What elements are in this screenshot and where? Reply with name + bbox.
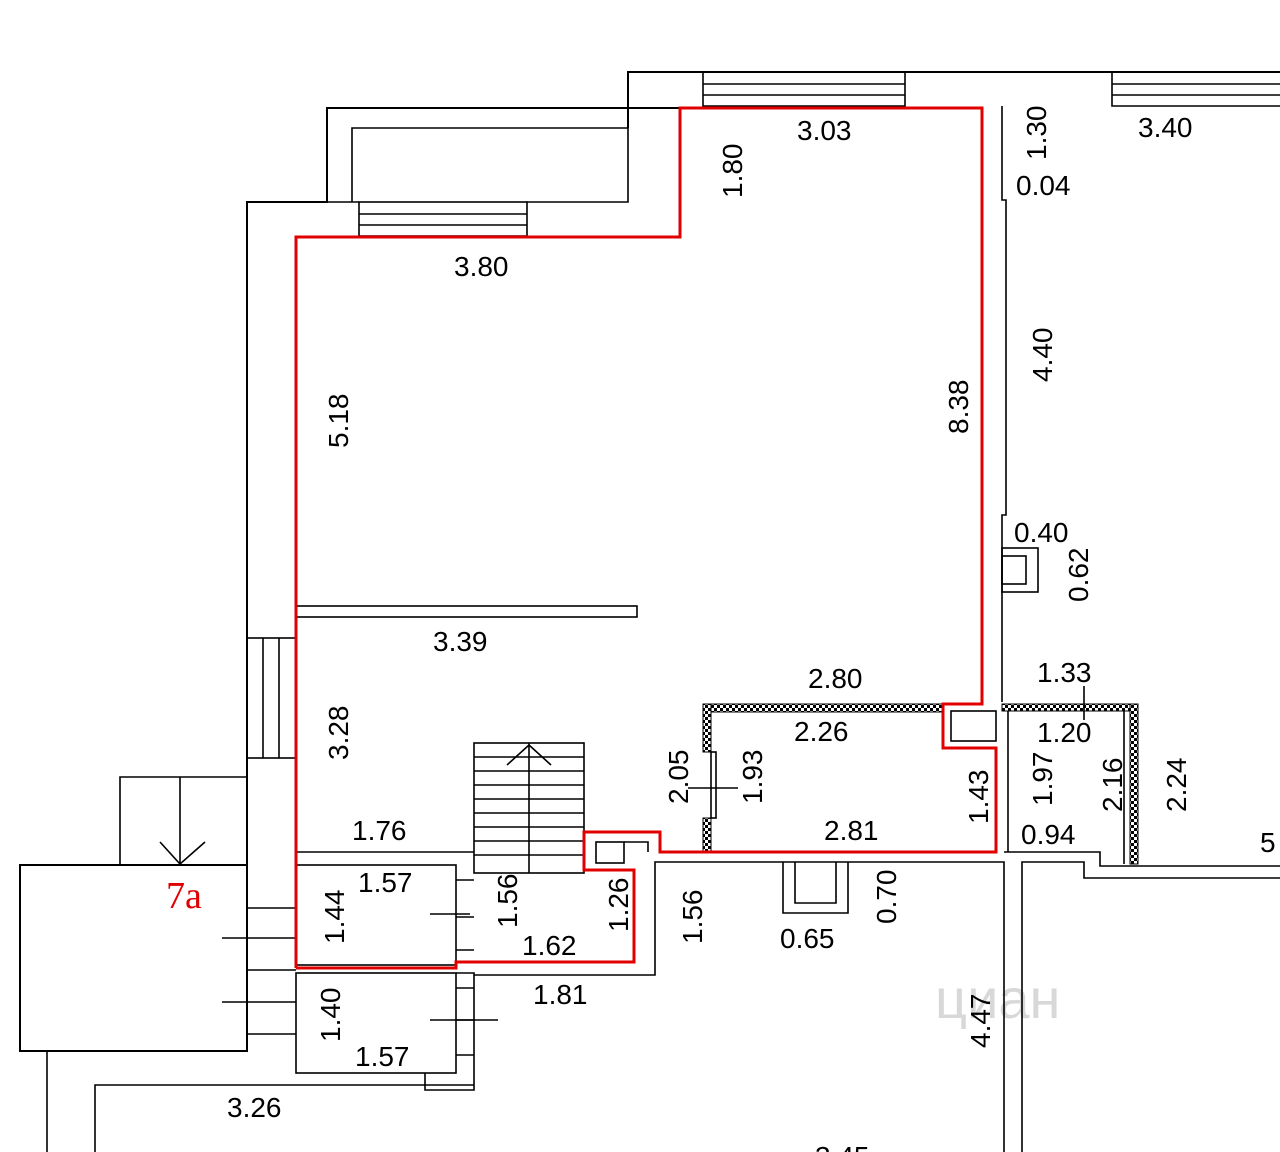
dim-label: 1.44 xyxy=(319,890,350,945)
dim-label: 8.38 xyxy=(943,380,974,435)
apartment-outline xyxy=(294,106,998,970)
dim-label: 1.43 xyxy=(963,770,994,825)
dim-label: 0.62 xyxy=(1063,548,1094,603)
dim-label: 1.57 xyxy=(358,867,413,898)
dim-label: 2.16 xyxy=(1097,758,1128,813)
dim-label: 3.28 xyxy=(323,706,354,761)
dim-label: 1.56 xyxy=(677,890,708,945)
dim-label: 3.45 xyxy=(815,1141,870,1152)
dim-label: 1.20 xyxy=(1037,717,1092,748)
dim-label: 0.04 xyxy=(1016,170,1071,201)
dim-label: 5.18 xyxy=(323,394,354,449)
dim-label: 2.80 xyxy=(808,663,863,694)
dim-label: 3.26 xyxy=(227,1092,282,1123)
dim-label: 1.40 xyxy=(315,988,346,1043)
dim-label: 1.81 xyxy=(533,979,588,1010)
dim-label: 1.56 xyxy=(492,874,523,929)
dim-label: 1.80 xyxy=(717,144,748,199)
dim-label: 1.30 xyxy=(1021,106,1052,161)
staircase xyxy=(473,742,585,874)
dim-label: 1.76 xyxy=(352,815,407,846)
dim-label: 2.81 xyxy=(824,815,879,846)
dim-label: 1.93 xyxy=(737,750,768,805)
dim-label: 3.80 xyxy=(454,251,509,282)
dim-label: 1.62 xyxy=(522,930,577,961)
dim-label: 2.05 xyxy=(663,750,694,805)
dim-label: 0.70 xyxy=(871,870,902,925)
dim-label: 1.26 xyxy=(603,878,634,933)
building-walls xyxy=(19,71,1280,1152)
dim-label: 2.24 xyxy=(1161,758,1192,813)
dim-label: 3.03 xyxy=(797,115,852,146)
dim-label: 1.97 xyxy=(1027,752,1058,807)
watermark-text: циан xyxy=(935,967,1060,1030)
dim-label: 1.57 xyxy=(355,1041,410,1072)
dim-label: 0.65 xyxy=(780,923,835,954)
dim-label: 1.33 xyxy=(1037,657,1092,688)
dim-label: 4.40 xyxy=(1027,328,1058,383)
dim-label: 2.26 xyxy=(794,716,849,747)
dimension-labels: 3.03 3.40 1.30 0.04 1.80 3.80 4.40 5.18 … xyxy=(227,106,1276,1152)
unit-label: 7a xyxy=(166,875,202,917)
dim-label: 4.47 xyxy=(965,994,996,1049)
dim-label: 0.94 xyxy=(1021,819,1076,850)
dim-label: 5 xyxy=(1260,827,1276,858)
dim-label: 3.39 xyxy=(433,626,488,657)
dim-label: 3.40 xyxy=(1138,112,1193,143)
dim-label: 0.40 xyxy=(1014,517,1069,548)
